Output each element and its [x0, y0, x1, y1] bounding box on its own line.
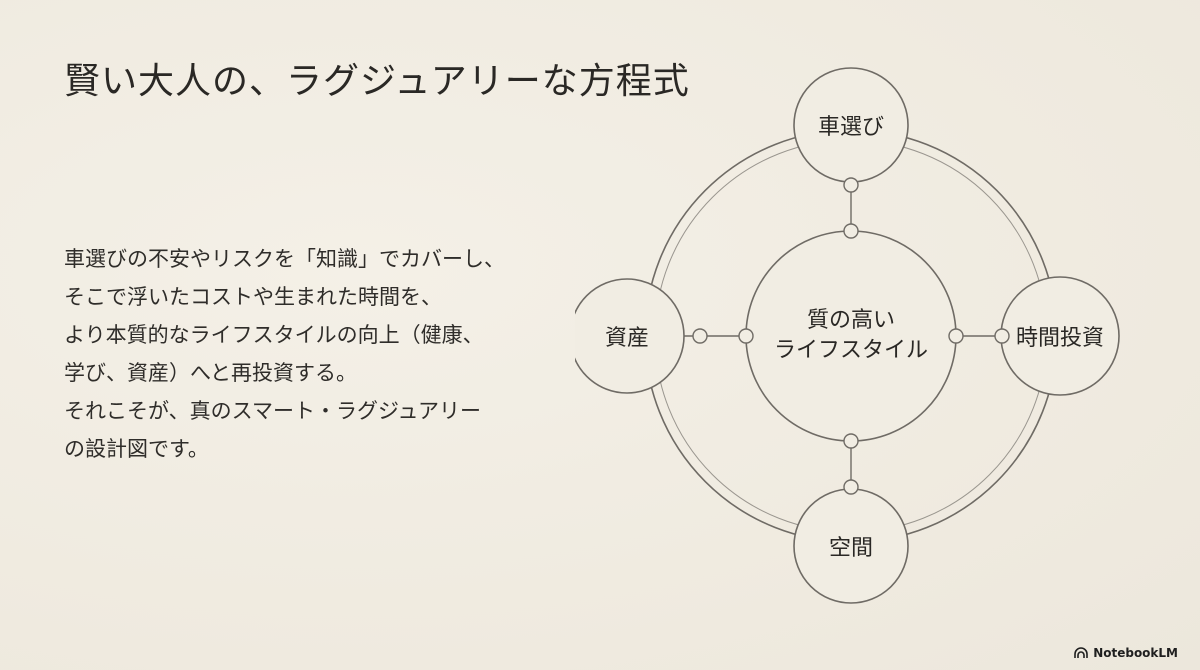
- center-label-line1: 質の高い: [806, 308, 896, 333]
- body-line: 学び、資産）へと再投資する。: [64, 361, 357, 385]
- notebooklm-logo-icon: [1074, 647, 1088, 658]
- badge-label: NotebookLM: [1093, 646, 1178, 660]
- notebooklm-badge: NotebookLM: [1074, 646, 1178, 660]
- body-line: 車選びの不安やリスクを「知識」でカバーし、: [64, 247, 505, 271]
- node-label-right: 時間投資: [1015, 326, 1105, 351]
- joint-dot: [738, 328, 754, 344]
- joint-dot: [994, 328, 1010, 344]
- lifestyle-diagram: 質の高い ライフスタイル 車選び 時間投資 空間 資産: [575, 50, 1135, 620]
- joint-dot: [843, 433, 859, 449]
- diagram-graphics: [575, 67, 1120, 604]
- body-line: そこで浮いたコストや生まれた時間を、: [64, 285, 442, 309]
- node-label-bottom: 空間: [828, 536, 874, 561]
- joint-dot: [843, 479, 859, 495]
- body-line: それこそが、真のスマート・ラグジュアリー: [64, 399, 482, 423]
- body-paragraph: 車選びの不安やリスクを「知識」でカバーし、 そこで浮いたコストや生まれた時間を、…: [64, 240, 564, 468]
- center-label-line2: ライフスタイル: [773, 338, 929, 363]
- node-label-left: 資産: [604, 326, 650, 351]
- joint-dot: [843, 223, 859, 239]
- node-label-top: 車選び: [817, 115, 885, 140]
- body-line: の設計図です。: [64, 437, 209, 461]
- joint-dot: [948, 328, 964, 344]
- node-circle-left: [575, 278, 685, 394]
- slide-title: 賢い大人の、ラグジュアリーな方程式: [64, 61, 690, 102]
- center-label: 質の高い ライフスタイル: [774, 306, 928, 366]
- joint-dot: [692, 328, 708, 344]
- body-line: より本質的なライフスタイルの向上（健康、: [64, 323, 484, 347]
- joint-dot: [843, 177, 859, 193]
